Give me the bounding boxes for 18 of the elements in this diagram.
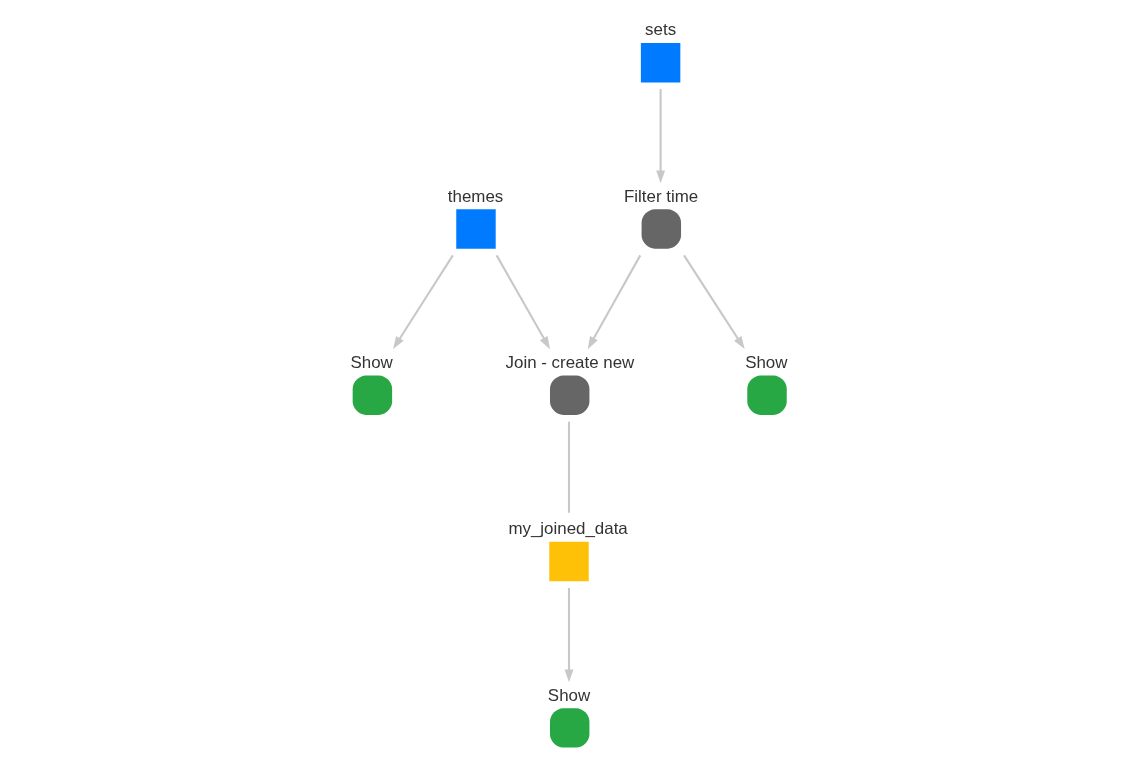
arrow: [564, 588, 573, 683]
node-box: [548, 541, 589, 582]
node-label: Show: [547, 685, 590, 705]
connector: [567, 421, 570, 513]
node-label: Show: [350, 352, 393, 372]
arrow: [587, 254, 641, 350]
arrow: [682, 254, 745, 350]
node-label: Join - create new: [505, 352, 634, 372]
node-label: my_joined_data: [507, 519, 628, 539]
node-label: Show: [744, 352, 787, 372]
arrow: [495, 254, 550, 350]
node-box: [455, 209, 496, 249]
node-label: Filter time: [623, 186, 698, 206]
node-label: themes: [447, 186, 503, 206]
arrow: [655, 89, 665, 184]
arrow: [392, 254, 454, 350]
node-label: sets: [644, 20, 676, 40]
node-box: [640, 42, 680, 83]
